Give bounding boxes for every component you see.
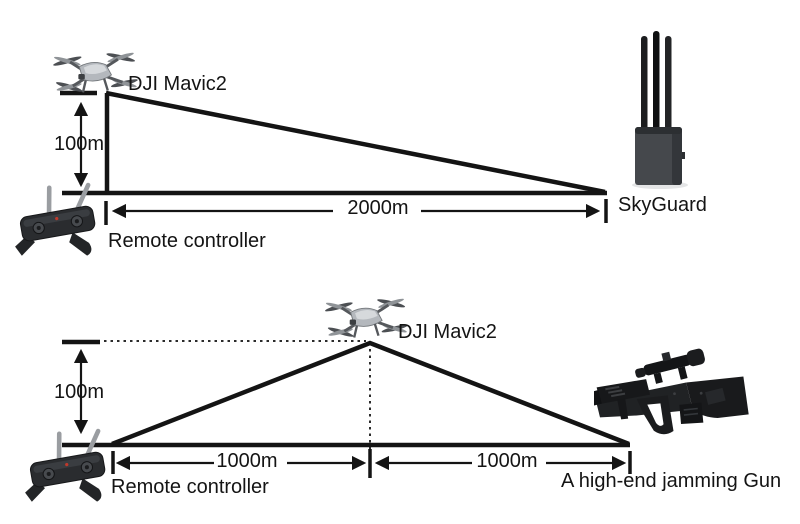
skyguard-body-shade	[672, 127, 682, 185]
drone-camera	[349, 319, 356, 325]
top-triangle-hypotenuse	[105, 90, 606, 195]
drone-arms	[340, 303, 394, 333]
bottom-distance-right-label: 1000m	[476, 450, 538, 472]
gun-scope-mounts	[653, 366, 688, 384]
controller-grip-right	[69, 232, 92, 256]
gun-front-grip	[617, 398, 629, 420]
top-device-label: SkyGuard	[618, 194, 707, 216]
gun-scope-eyepiece	[635, 367, 646, 378]
gun-magazine-ridges	[683, 407, 699, 416]
controller-led	[65, 462, 69, 467]
skyguard-antenna-center	[653, 31, 660, 130]
drone-icon-top	[53, 52, 138, 93]
bottom-height-label: 100m	[54, 381, 105, 403]
top-distance-label: 2000m	[347, 197, 409, 219]
skyguard-body-cap	[635, 127, 682, 134]
skyguard-body	[635, 127, 682, 185]
skyguard-antenna-left	[641, 36, 648, 130]
bottom-distance-left-label: 1000m	[216, 450, 278, 472]
top-height-label: 100m	[54, 133, 105, 155]
gun-grip-cutout	[647, 403, 664, 426]
drone-legs	[81, 78, 109, 93]
bottom-device-label: A high-end jamming Gun	[561, 470, 782, 492]
drone-shell-highlight	[355, 309, 378, 320]
gun-muzzle	[594, 390, 602, 406]
drone-arms	[69, 58, 124, 88]
gun-pin-1	[673, 392, 676, 396]
controller-antenna-left	[56, 431, 62, 465]
gun-front-block	[596, 379, 650, 404]
gun-pin-2	[699, 391, 703, 395]
controller-led	[55, 216, 59, 221]
remote-controller-icon-bottom	[25, 428, 106, 502]
gun-scope-knob	[661, 351, 672, 362]
drone-legs	[353, 323, 380, 338]
top-controller-label: Remote controller	[108, 230, 266, 252]
drone-icon-bottom	[325, 298, 408, 338]
top-drone-label: DJI Mavic2	[128, 73, 227, 95]
controller-grip-right	[79, 478, 102, 502]
gun-scope-objective	[686, 348, 705, 367]
controller-stick-left-cap	[36, 225, 41, 230]
skyguard-side-button	[682, 152, 685, 159]
controller-antenna-left	[46, 185, 52, 219]
gun-vents	[605, 385, 626, 398]
bottom-controller-label: Remote controller	[111, 476, 269, 498]
drone-camera	[78, 74, 85, 80]
controller-stick-right-cap	[74, 219, 79, 224]
jamming-gun-icon	[594, 348, 749, 435]
gun-scope-body	[643, 354, 692, 376]
drone-shell-highlight	[83, 64, 107, 74]
skyguard-icon	[632, 31, 688, 189]
skyguard-antenna-right	[665, 36, 672, 130]
bottom-triangle-slopes	[111, 340, 630, 447]
bottom-drone-label: DJI Mavic2	[398, 321, 497, 343]
controller-stick-right-cap	[84, 465, 89, 470]
controller-stick-left-cap	[46, 471, 51, 476]
remote-controller-icon-top	[15, 182, 96, 256]
gun-side-panel	[705, 387, 726, 405]
